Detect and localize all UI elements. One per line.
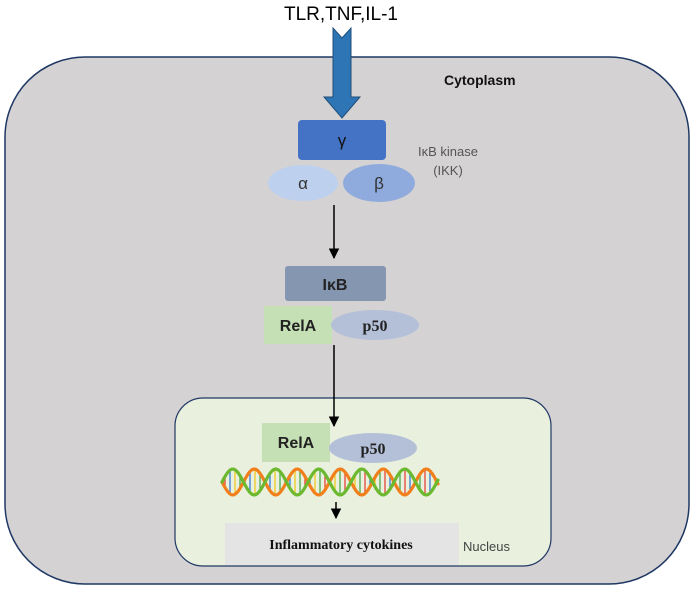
p50-ellipse-cytoplasm [331, 310, 419, 340]
ikb-box [285, 266, 386, 301]
cytokines-label: Inflammatory cytokines [269, 538, 413, 553]
ikk-abbrev-label: (IKK) [433, 163, 463, 178]
ikk-gamma-label: γ [338, 131, 347, 150]
rela-label-cytoplasm: RelA [280, 318, 317, 335]
rela-box-nucleus [262, 423, 330, 462]
signal-label: TLR,TNF,IL-1 [284, 4, 398, 25]
signal-arrow [322, 26, 362, 119]
ikk-beta-subunit [343, 164, 415, 202]
ikk-gamma-subunit [298, 120, 386, 160]
dna-strand-green [220, 467, 440, 497]
p50-label-cytoplasm: p50 [363, 318, 388, 335]
nucleus-label: Nucleus [463, 539, 510, 554]
rela-box-cytoplasm [264, 306, 332, 344]
cytokines-box [225, 523, 459, 565]
ikk-name-label: IκB kinase [418, 144, 478, 159]
rela-label-nucleus: RelA [278, 435, 315, 452]
ikk-alpha-subunit [268, 165, 338, 201]
p50-ellipse-nucleus [329, 433, 417, 463]
cytoplasm-label: Cytoplasm [444, 72, 516, 88]
ikk-alpha-label: α [298, 174, 308, 193]
ikk-beta-label: β [374, 174, 384, 193]
p50-label-nucleus: p50 [361, 441, 386, 458]
ikb-label: IκB [323, 277, 348, 294]
dna-helix-icon [220, 467, 440, 497]
